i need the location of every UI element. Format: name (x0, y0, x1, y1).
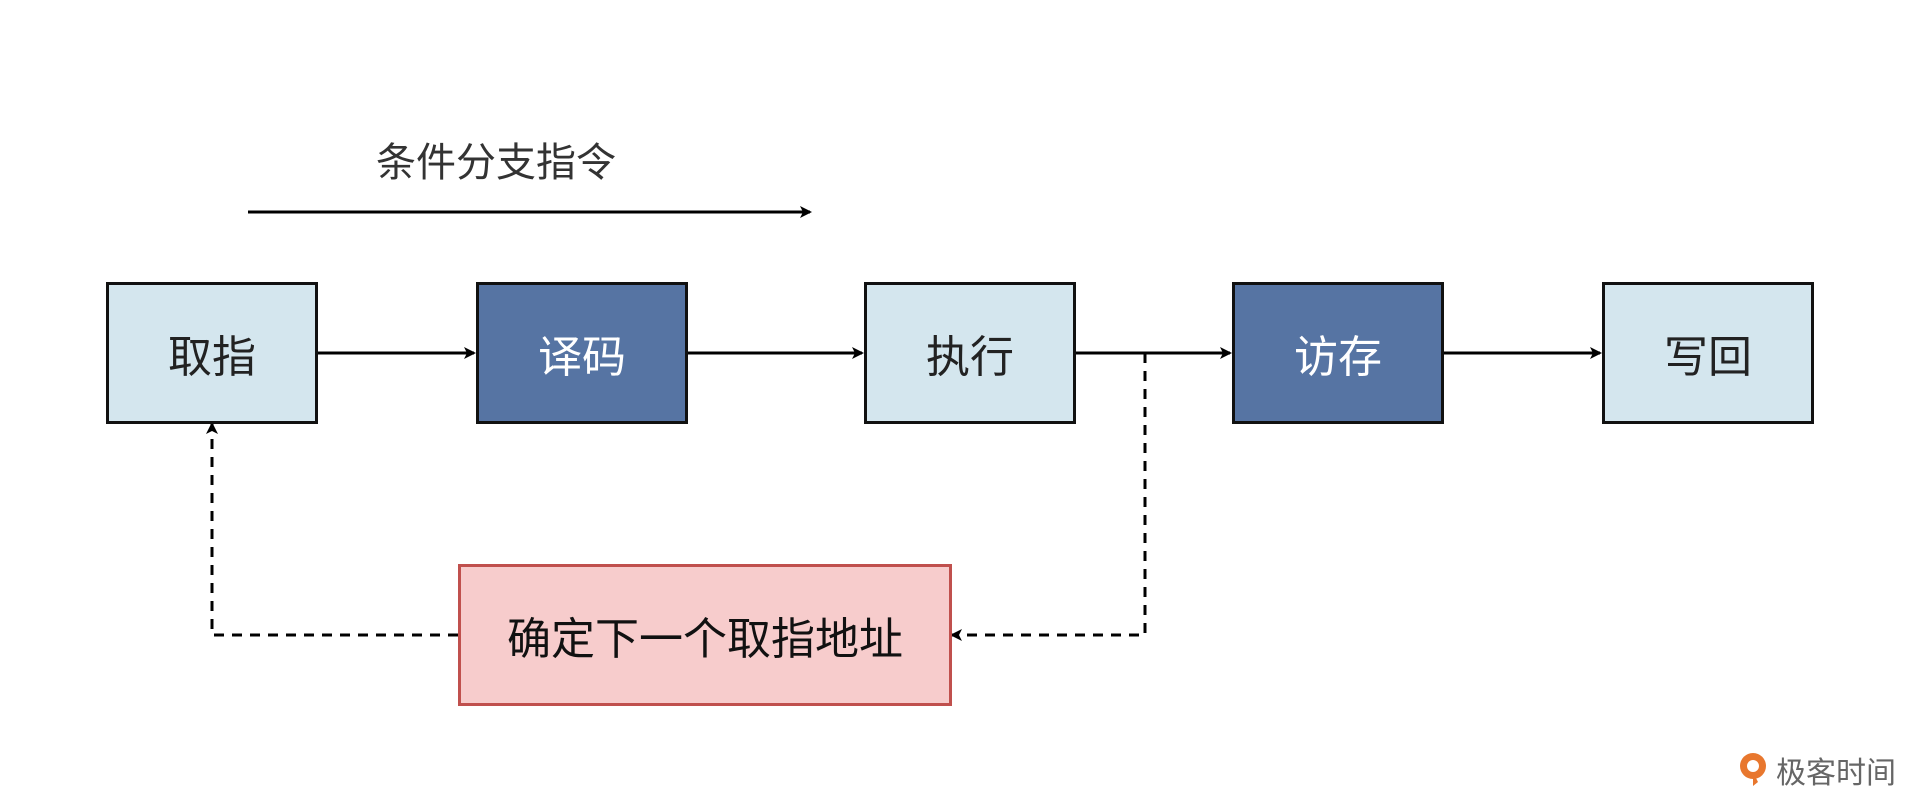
brand-watermark: 极客时间 (1736, 748, 1896, 792)
stage-decode-label: 译码 (538, 332, 626, 383)
stage-write-back: 写回 (1602, 282, 1814, 424)
stage-decode: 译码 (476, 282, 688, 424)
stage-execute: 执行 (864, 282, 1076, 424)
brand-name: 极客时间 (1776, 756, 1896, 791)
stage-memory-access-label: 访存 (1294, 332, 1382, 383)
stage-write-back-label: 写回 (1664, 332, 1752, 383)
branch-instruction-label: 条件分支指令 (376, 140, 616, 186)
stage-fetch-label: 取指 (168, 332, 256, 383)
dashed-arrow-next-address-to-fetch (206, 422, 458, 637)
stage-fetch: 取指 (106, 282, 318, 424)
next-fetch-address-label: 确定下一个取指地址 (507, 614, 903, 665)
geektime-logo-icon (1740, 753, 1766, 786)
next-fetch-address-box: 确定下一个取指地址 (458, 564, 952, 706)
stage-memory-access: 访存 (1232, 282, 1444, 424)
dashed-arrow-execute-to-next-address (950, 353, 1147, 641)
stage-execute-label: 执行 (926, 332, 1014, 383)
